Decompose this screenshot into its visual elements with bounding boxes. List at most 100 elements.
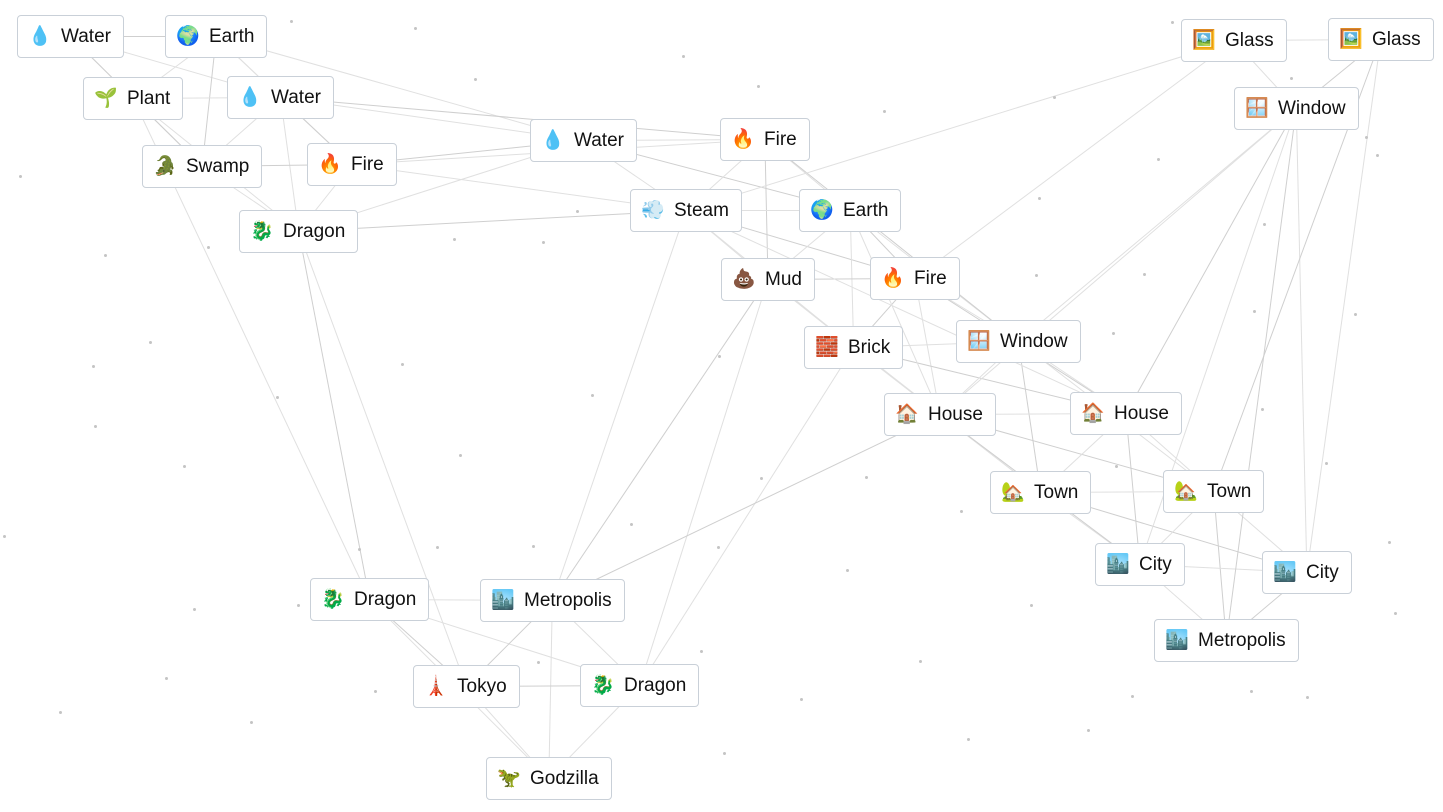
connection-line	[685, 210, 1127, 414]
element-tile[interactable]: 🏡 Town	[1163, 470, 1265, 513]
element-tile[interactable]: 🖼️ Glass	[1328, 18, 1434, 61]
background-dot	[59, 711, 62, 714]
connection-line	[551, 279, 769, 601]
background-dot	[757, 85, 760, 88]
background-dot	[846, 569, 849, 572]
metropolis-icon: 🏙️	[491, 590, 515, 611]
connection-line	[767, 279, 1041, 493]
background-dot	[1306, 696, 1309, 699]
background-dot	[1290, 77, 1293, 80]
fire-icon: 🔥	[318, 154, 342, 175]
background-dot	[542, 241, 545, 244]
background-dot	[1115, 465, 1118, 468]
element-tile[interactable]: 🐉 Dragon	[580, 664, 700, 707]
element-label: Dragon	[624, 674, 687, 696]
globe-icon: 🌍	[176, 26, 200, 47]
element-tile[interactable]: 🪟 Window	[1234, 87, 1359, 130]
connection-line	[1017, 341, 1042, 493]
background-dot	[1112, 332, 1115, 335]
connection-line	[280, 97, 765, 140]
element-label: Metropolis	[524, 589, 612, 611]
tokyo-tower-icon: 🗼	[424, 676, 448, 697]
element-tile[interactable]: 🏙️ City	[1095, 543, 1185, 586]
element-label: Mud	[765, 268, 802, 290]
town-icon: 🏡	[1001, 482, 1025, 503]
element-tile[interactable]: 💧 Water	[17, 15, 124, 58]
element-tile[interactable]: 💩 Mud	[721, 258, 815, 301]
element-tile[interactable]: 🏙️ Metropolis	[480, 579, 625, 622]
element-tile[interactable]: 🏡 Town	[990, 471, 1092, 514]
dinosaur-icon: 🦖	[497, 768, 521, 789]
background-dot	[1157, 158, 1160, 161]
element-tile[interactable]: 💧 Water	[530, 119, 637, 162]
element-label: Glass	[1372, 28, 1421, 50]
element-tile[interactable]: 🦖 Godzilla	[486, 757, 612, 800]
connection-line	[548, 600, 553, 779]
element-label: Fire	[914, 267, 947, 289]
connection-line	[1017, 108, 1297, 342]
background-dot	[1171, 21, 1174, 24]
background-dot	[532, 545, 535, 548]
element-tile[interactable]: 🏙️ City	[1262, 551, 1352, 594]
element-tile[interactable]: 🌍 Earth	[165, 15, 268, 58]
element-tile[interactable]: 🌱 Plant	[83, 77, 184, 120]
element-tile[interactable]: 🔥 Fire	[720, 118, 810, 161]
background-dot	[414, 27, 417, 30]
element-label: Town	[1207, 480, 1252, 502]
swamp-creature-icon: 🐊	[153, 156, 177, 177]
glass-icon: 🖼️	[1339, 29, 1363, 50]
background-dot	[149, 341, 152, 344]
background-dot	[919, 660, 922, 663]
connection-line	[1295, 108, 1308, 573]
background-dot	[474, 78, 477, 81]
background-dot	[104, 254, 107, 257]
element-label: Dragon	[283, 220, 346, 242]
background-dot	[1250, 690, 1253, 693]
seedling-icon: 🌱	[94, 88, 118, 109]
fire-icon: 🔥	[731, 129, 755, 150]
element-tile[interactable]: 🖼️ Glass	[1181, 19, 1287, 62]
element-label: Steam	[674, 199, 729, 221]
background-dot	[1253, 310, 1256, 313]
element-label: City	[1306, 561, 1339, 583]
background-dot	[700, 650, 703, 653]
metropolis-icon: 🏙️	[1165, 630, 1189, 651]
background-dot	[94, 425, 97, 428]
element-tile[interactable]: 🔥 Fire	[307, 143, 397, 186]
background-dot	[436, 546, 439, 549]
element-tile[interactable]: 🐉 Dragon	[239, 210, 359, 253]
background-dot	[1376, 154, 1379, 157]
element-tile[interactable]: 🌍 Earth	[799, 189, 902, 232]
element-label: City	[1139, 553, 1172, 575]
background-dot	[19, 175, 22, 178]
connection-line	[552, 414, 941, 601]
background-dot	[1354, 313, 1357, 316]
connection-line	[639, 347, 855, 686]
element-tile[interactable]: 🏠 House	[1070, 392, 1182, 435]
background-dot	[276, 396, 279, 399]
connection-line	[849, 210, 941, 415]
element-tile[interactable]: 🪟 Window	[956, 320, 1081, 363]
element-label: Earth	[843, 199, 889, 221]
background-dot	[1030, 604, 1033, 607]
element-tile[interactable]: 🏠 House	[884, 393, 996, 436]
water-drop-icon: 💧	[28, 26, 52, 47]
element-tile[interactable]: 🐉 Dragon	[310, 578, 430, 621]
background-dot	[1053, 96, 1056, 99]
element-tile[interactable]: 🗼 Tokyo	[413, 665, 520, 708]
element-tile[interactable]: 🔥 Fire	[870, 257, 960, 300]
element-label: Metropolis	[1198, 629, 1286, 651]
glass-icon: 🖼️	[1192, 30, 1216, 51]
element-tile[interactable]: 💧 Water	[227, 76, 334, 119]
element-label: Brick	[848, 336, 891, 358]
element-tile[interactable]: 💨 Steam	[630, 189, 742, 232]
element-tile[interactable]: 🐊 Swamp	[142, 145, 263, 188]
connection-line	[298, 231, 371, 600]
background-dot	[3, 535, 6, 538]
element-label: Tokyo	[457, 675, 507, 697]
element-tile[interactable]: 🏙️ Metropolis	[1154, 619, 1299, 662]
element-tile[interactable]: 🧱 Brick	[804, 326, 904, 369]
connection-line	[939, 108, 1297, 415]
background-dot	[576, 210, 579, 213]
